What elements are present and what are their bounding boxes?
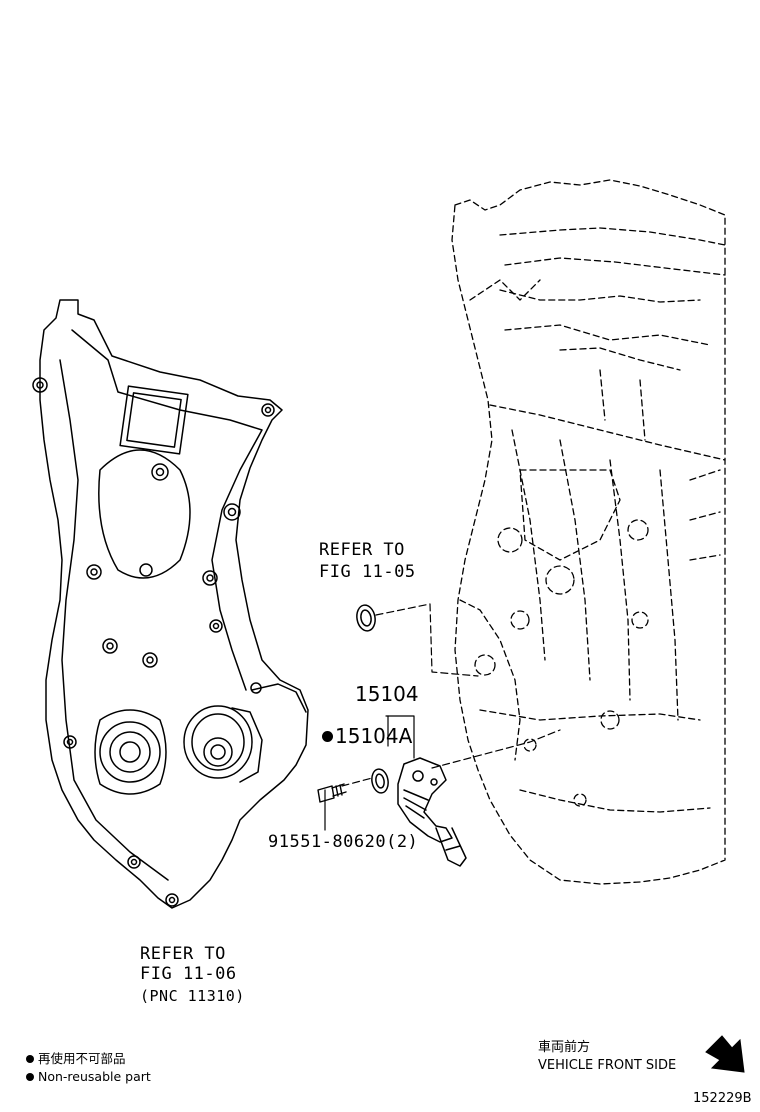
vehicle-front-arrow-icon (705, 1035, 745, 1073)
legend-dot-icon (26, 1073, 34, 1081)
figure-id: 152229B (693, 1091, 752, 1106)
figure-ref-top: FIG 11-05 (319, 562, 416, 582)
legend-dot-icon (26, 1055, 34, 1063)
leader-lines (324, 715, 415, 831)
figure-ref-bottom: FIG 11-06 (140, 964, 237, 984)
non-reusable-dot-icon (322, 731, 333, 742)
o-ring-upper (356, 604, 376, 632)
timing-chain-cover (32, 299, 309, 909)
part-number-sensor-a: 15104A (322, 726, 412, 746)
direction-english: VEHICLE FRONT SIDE (538, 1058, 677, 1073)
part-number-sensor: 15104 (355, 682, 419, 706)
legend-english: Non-reusable part (26, 1069, 151, 1085)
crankshaft-position-sensor (397, 757, 467, 867)
direction-japanese: 車両前方 (538, 1040, 591, 1055)
legend-japanese: 再使用不可部品 (26, 1051, 126, 1067)
legend-english-text: Non-reusable part (38, 1069, 151, 1084)
refer-to-label-bottom: REFER TO (140, 944, 226, 964)
refer-to-label-top: REFER TO (319, 540, 405, 560)
leader-lines-dashed (341, 603, 561, 787)
legend-japanese-text: 再使用不可部品 (38, 1051, 126, 1066)
pnc-ref-bottom: (PNC 11310) (140, 987, 245, 1005)
o-ring-lower (371, 768, 389, 794)
part-number-bolt: 91551-80620(2) (268, 832, 419, 852)
part-number-sensor-a-text: 15104A (335, 724, 413, 748)
bolt (317, 783, 347, 803)
engine-block-outline (451, 179, 726, 885)
